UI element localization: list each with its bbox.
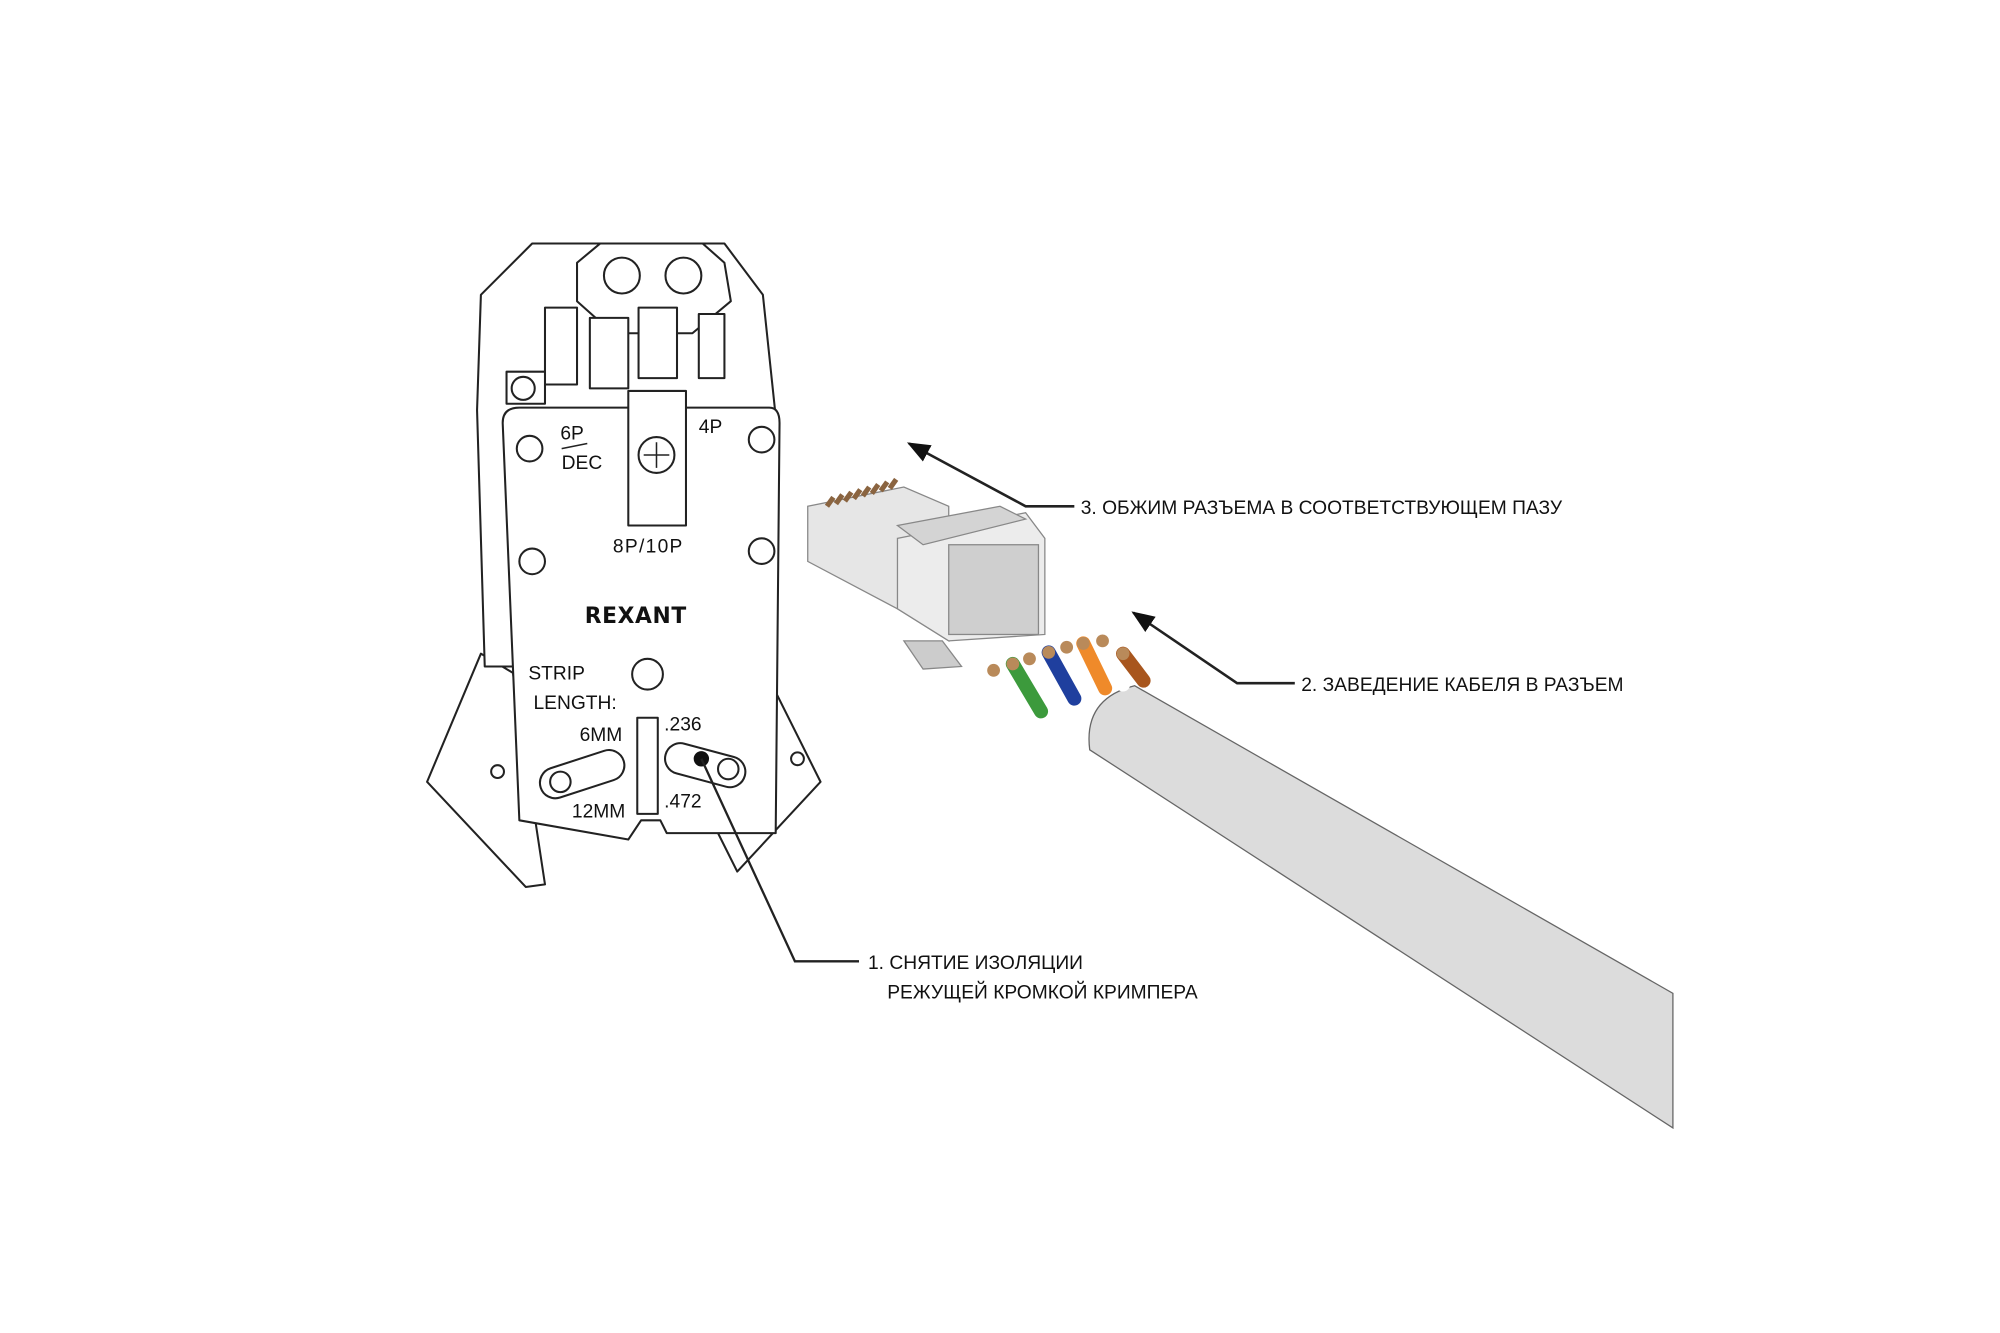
- screw-icon: [549, 770, 572, 794]
- die-label-divider: [561, 442, 588, 450]
- rivet-icon: [631, 657, 664, 691]
- callout-step-2: 2. ЗАВЕДЕНИЕ КАБЕЛЯ В РАЗЪЕМ: [1131, 611, 1624, 696]
- die-block-2: [588, 316, 630, 390]
- die-block-4: [697, 312, 726, 380]
- label-12mm: 12MM: [572, 802, 625, 823]
- screw-cross: [643, 442, 670, 468]
- screw-icon: [716, 757, 740, 781]
- die-label-4p: 4P: [699, 417, 723, 438]
- rivet-icon: [518, 547, 547, 576]
- crimper-front-plate: [501, 406, 781, 841]
- cable: [986, 633, 1674, 1130]
- strip-label: STRIP: [528, 663, 585, 684]
- rj45-connector: [807, 477, 1046, 670]
- blade-slot: [636, 716, 659, 815]
- rivet-icon: [747, 425, 776, 454]
- die-block-1: [543, 306, 579, 386]
- step-1-label-line2: РЕЖУЩЕЙ КРОМКОЙ КРИМПЕРА: [887, 981, 1198, 1003]
- label-472: .472: [664, 791, 701, 812]
- callout-step-3: 3. ОБЖИМ РАЗЪЕМА В СООТВЕТСТВУЮЩЕМ ПАЗУ: [906, 442, 1563, 519]
- step-3-label: 3. ОБЖИМ РАЗЪЕМА В СООТВЕТСТВУЮЩЕМ ПАЗУ: [1081, 498, 1563, 519]
- cutting-edge-marker: [693, 751, 710, 767]
- label-6mm: 6MM: [580, 725, 623, 746]
- hole-icon: [790, 751, 805, 767]
- connector-pins: [824, 477, 899, 508]
- die-label-6p: 6P: [560, 424, 584, 445]
- cam-bolt-left: [602, 256, 641, 295]
- step-2-label: 2. ЗАВЕДЕНИЕ КАБЕЛЯ В РАЗЪЕМ: [1301, 675, 1623, 696]
- callout-step-1: 1. СНЯТИЕ ИЗОЛЯЦИИ РЕЖУЩЕЙ КРОМКОЙ КРИМП…: [700, 758, 1198, 1003]
- twisted-wires: [986, 633, 1151, 725]
- crimper-tool: 6P DEC 4P 8P/10P REXANT STRIP LENGTH: 6M…: [426, 242, 822, 888]
- label-236: .236: [664, 715, 701, 736]
- length-label: LENGTH:: [533, 693, 616, 714]
- cable-jacket: [1088, 685, 1674, 1130]
- rivet-icon: [747, 537, 776, 565]
- rivet-icon: [515, 434, 544, 463]
- brand-logo: REXANT: [585, 604, 687, 629]
- screw-icon: [510, 375, 536, 401]
- cam-bolt-right: [664, 256, 703, 295]
- die-block-3: [637, 306, 679, 380]
- die-label-dec: DEC: [562, 453, 603, 474]
- step-1-label-line1: 1. СНЯТИЕ ИЗОЛЯЦИИ: [868, 953, 1083, 974]
- die-label-8p10p: 8P/10P: [613, 536, 684, 557]
- hole-icon: [490, 764, 505, 780]
